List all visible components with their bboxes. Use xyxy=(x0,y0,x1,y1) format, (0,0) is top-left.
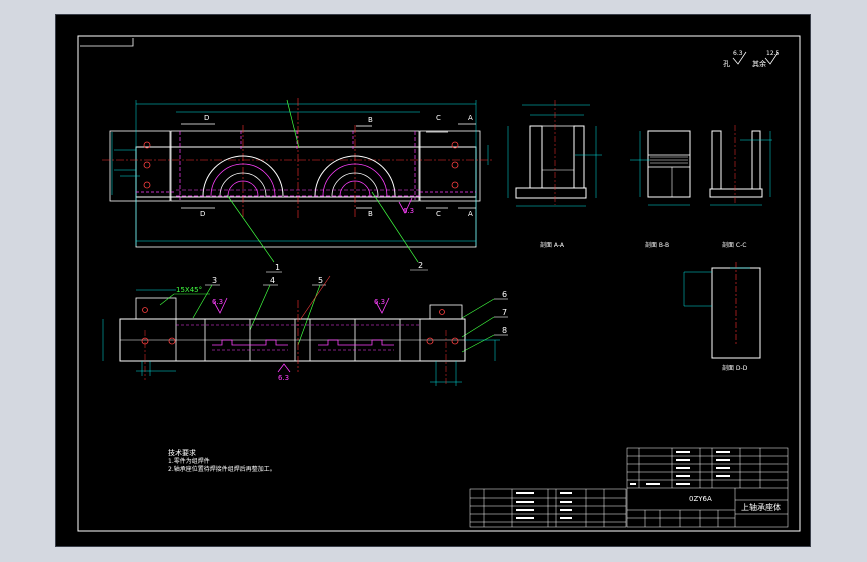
section-b-b xyxy=(630,130,691,206)
roughness-callout-4: 6.3 xyxy=(278,374,289,382)
sheet-background xyxy=(55,14,811,547)
part-number-4: 4 xyxy=(270,276,275,285)
main-view-front xyxy=(102,275,500,386)
cut-markers: D B C A D B C A xyxy=(200,114,473,218)
part-number-2: 2 xyxy=(418,261,423,270)
cut-marker-b-top: B xyxy=(368,116,373,124)
inner-border xyxy=(77,35,801,532)
part-number-6: 6 xyxy=(502,290,507,299)
section-label-d-d: 剖面 D-D xyxy=(722,364,748,372)
cut-marker-d-bottom: D xyxy=(200,210,205,218)
tech-req-line-2: 2.轴承座位置待焊接件组焊后再整加工。 xyxy=(168,465,276,473)
roughness-rest-label: 其余 xyxy=(752,59,766,68)
roughness-callout-2: 6.3 xyxy=(212,298,223,306)
roughness-callout-3: 6.3 xyxy=(374,298,385,306)
part-number-3: 3 xyxy=(212,276,217,285)
cut-marker-a-bottom: A xyxy=(468,210,473,218)
part-number-5: 5 xyxy=(318,276,323,285)
part-number-7: 7 xyxy=(502,308,507,317)
roughness-callout-top-view: 6.3 xyxy=(398,197,414,215)
parts-list-table xyxy=(469,488,627,528)
chamfer-note-text: 15X45° xyxy=(176,286,202,294)
parts-list-fill xyxy=(516,492,572,519)
cut-marker-c-bottom: C xyxy=(436,210,441,218)
section-label-b-b: 剖面 B-B xyxy=(645,241,669,249)
roughness-callouts-front: 6.3 6.3 6.3 xyxy=(212,297,390,382)
cut-marker-d-top: D xyxy=(204,114,209,122)
main-view-top xyxy=(102,98,492,263)
title-block-fill xyxy=(630,451,730,485)
roughness-hole-label: 孔 xyxy=(723,60,730,68)
tech-req-line-1: 1.零件为组焊件 xyxy=(168,457,210,465)
chamfer-note: 15X45° xyxy=(159,286,210,306)
section-label-a-a: 剖面 A-A xyxy=(540,241,565,249)
drawing-code: 0ZY6A xyxy=(689,495,712,503)
cut-marker-b-bottom: B xyxy=(368,210,373,218)
technical-requirements: 技术要求 1.零件为组焊件 2.轴承座位置待焊接件组焊后再整加工。 xyxy=(168,448,276,473)
corner-tag xyxy=(80,38,134,47)
roughness-rest-value: 12.5 xyxy=(766,50,780,57)
section-c-c xyxy=(709,125,772,206)
part-number-1: 1 xyxy=(275,263,280,272)
title-block xyxy=(626,447,789,528)
section-d-d xyxy=(683,262,761,359)
cut-marker-c-top: C xyxy=(436,114,441,122)
drawing-title: 上轴承座体 xyxy=(741,502,781,512)
section-a-a xyxy=(507,100,602,207)
roughness-note: 孔 6.3 其余 12.5 xyxy=(723,50,780,68)
part-number-8: 8 xyxy=(502,326,507,335)
roughness-hole-value: 6.3 xyxy=(733,50,743,57)
part-callouts: 1 2 3 4 5 6 7 8 xyxy=(192,261,508,353)
tech-req-heading: 技术要求 xyxy=(168,448,196,457)
section-label-c-c: 剖面 C-C xyxy=(722,241,746,249)
cut-marker-a-top: A xyxy=(468,114,473,122)
roughness-callout-1: 6.3 xyxy=(403,207,414,215)
